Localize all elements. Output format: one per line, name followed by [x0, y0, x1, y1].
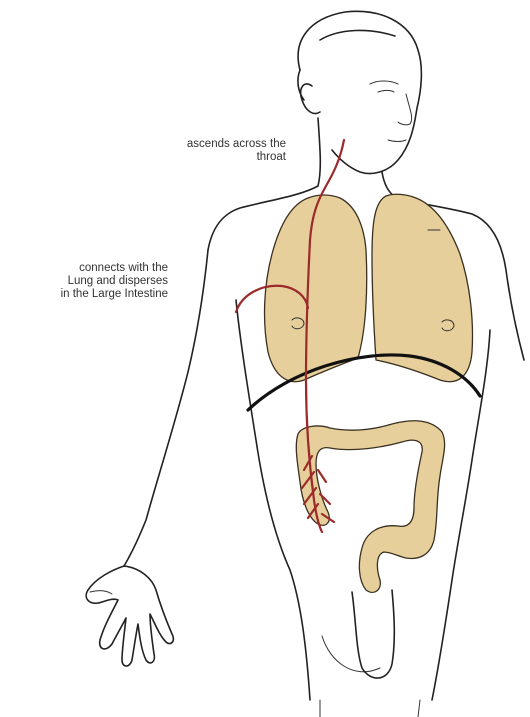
label-line: throat	[106, 151, 286, 164]
head	[298, 11, 421, 173]
label-line: connects with the	[0, 262, 168, 275]
large-intestine	[296, 421, 444, 593]
label-ascends-throat: ascends across the throat	[106, 138, 286, 164]
right-lung	[265, 195, 367, 382]
label-connects-lung: connects with the Lung and disperses in …	[0, 262, 168, 301]
hand	[86, 566, 173, 666]
label-line: ascends across the	[106, 138, 286, 151]
lungs	[265, 194, 473, 381]
label-line: in the Large Intestine	[0, 288, 168, 301]
label-line: Lung and disperses	[0, 275, 168, 288]
